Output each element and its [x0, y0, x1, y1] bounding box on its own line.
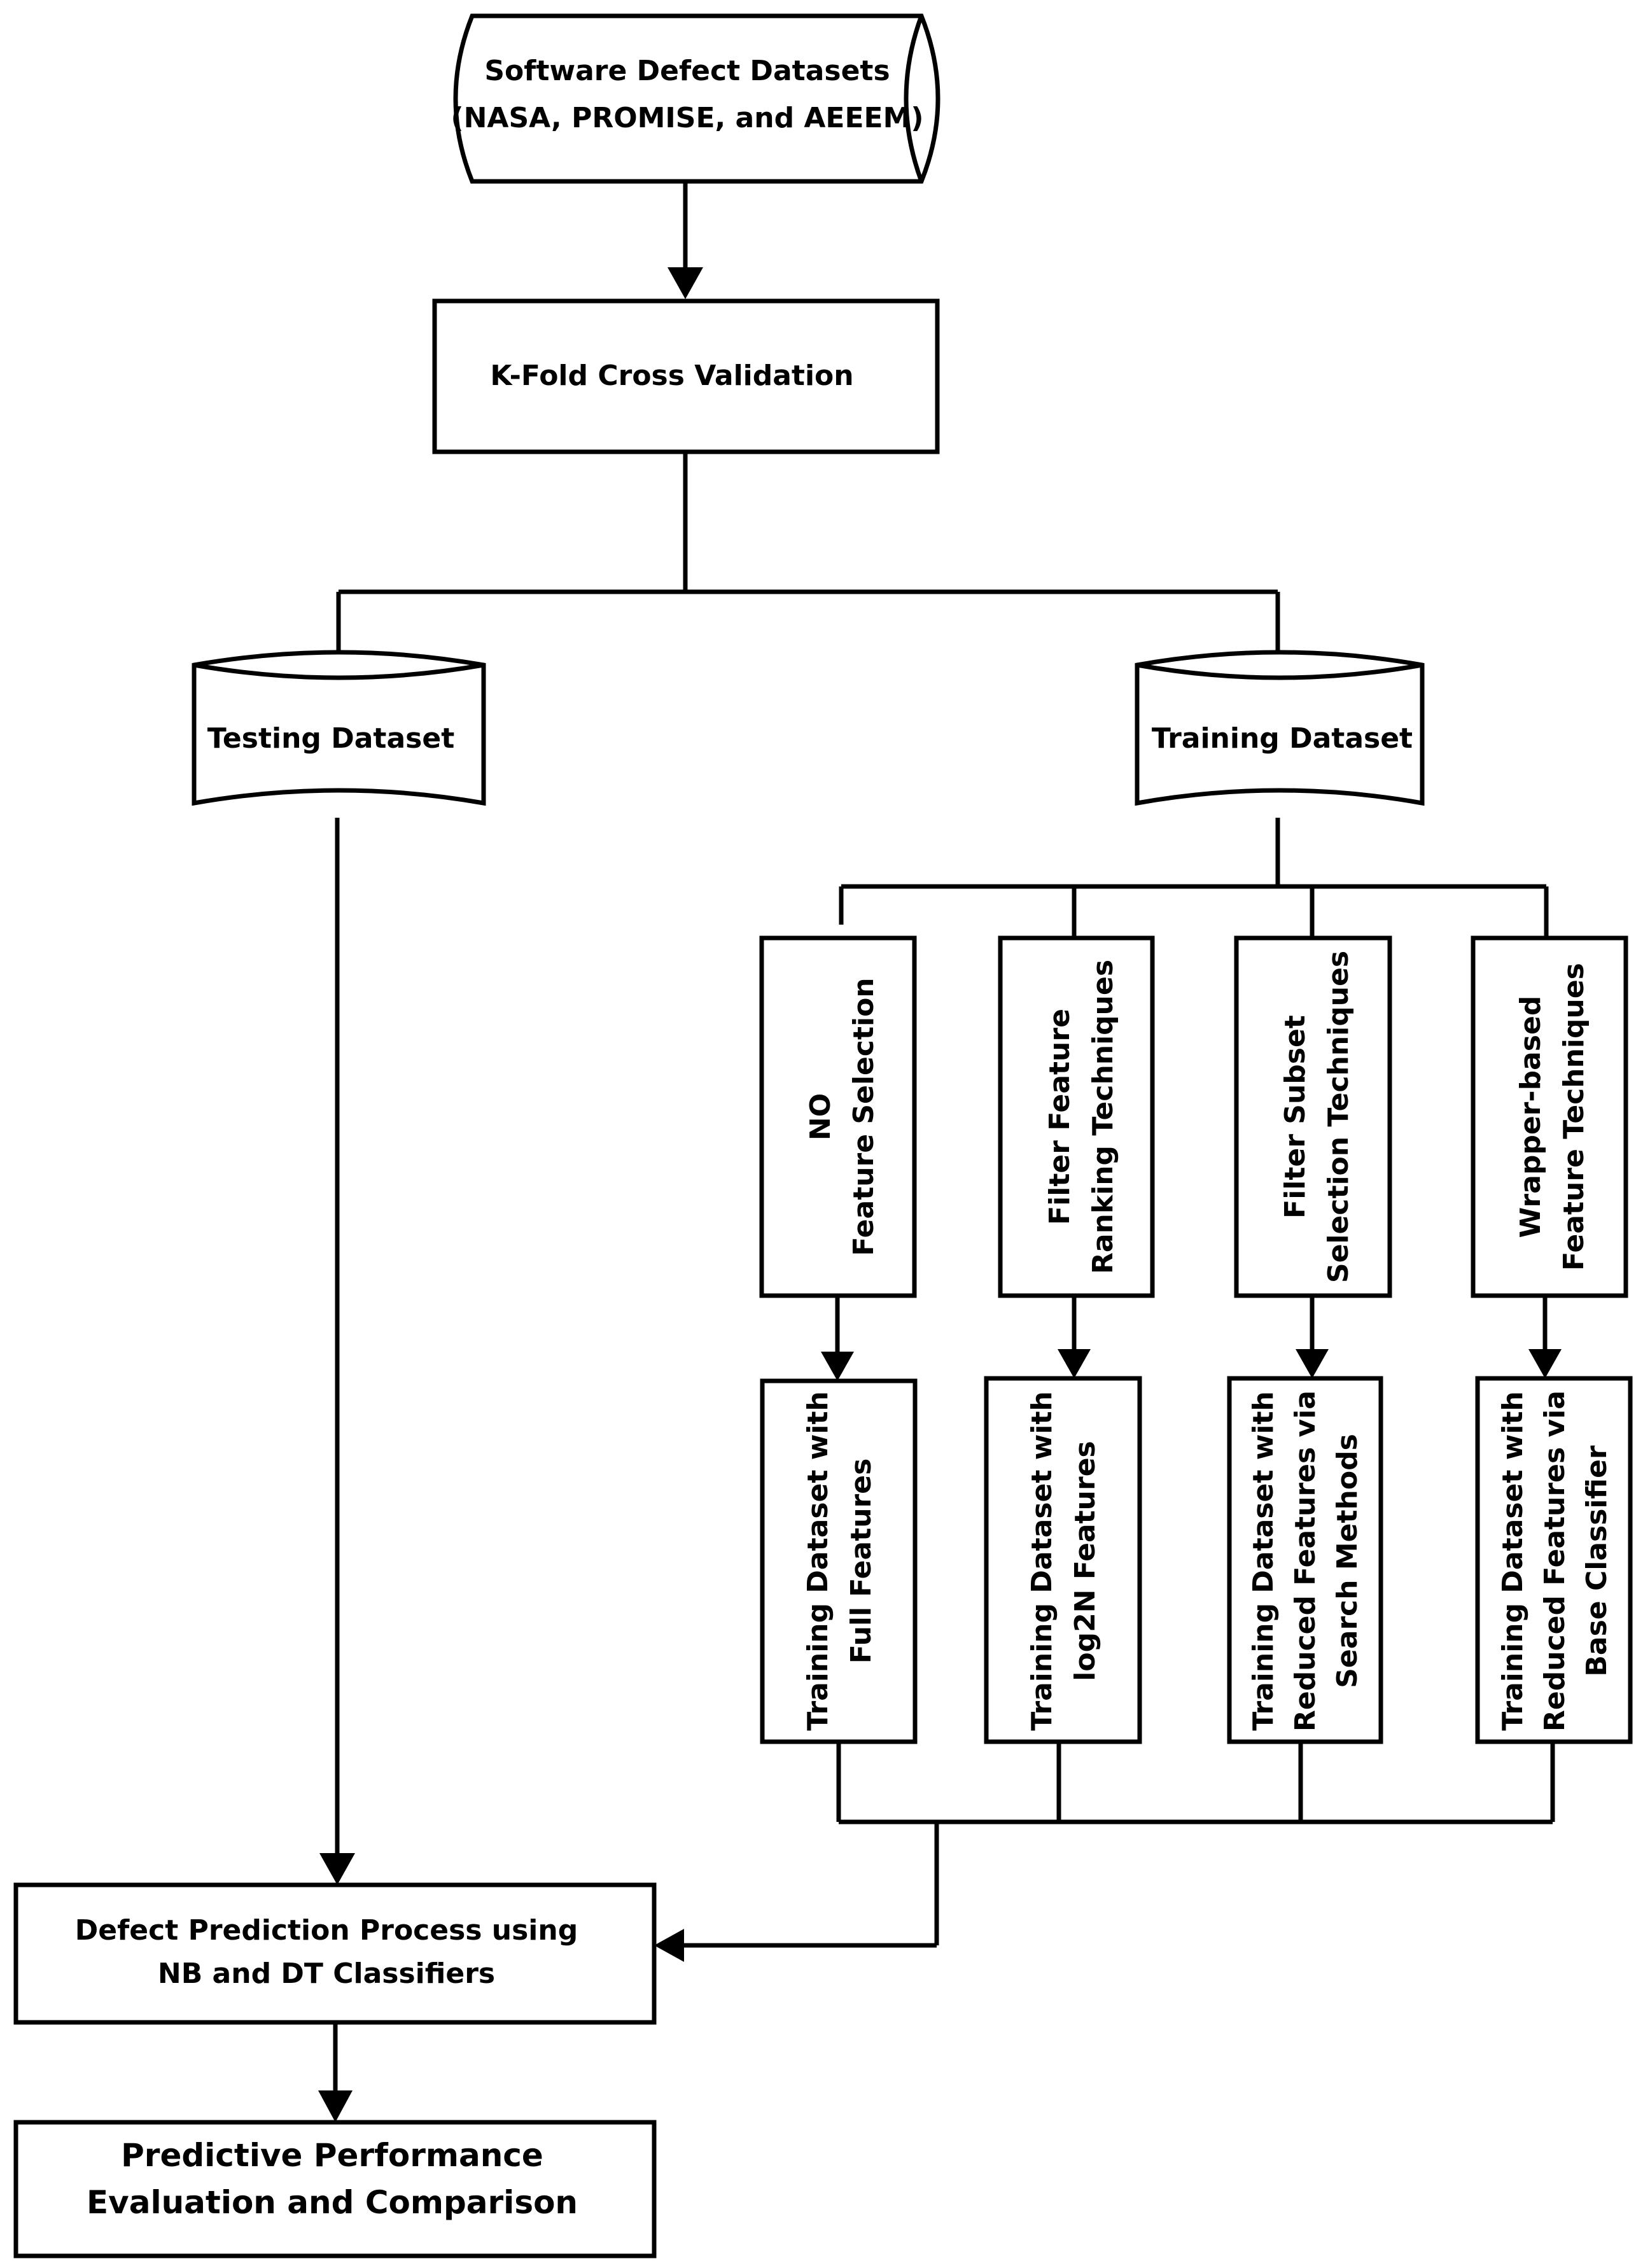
fs-subset-label-1: Filter Subset	[1279, 1015, 1311, 1219]
fs-rank-label-2: Ranking Techniques	[1087, 960, 1119, 1274]
evaluation-node: Predictive Performance Evaluation and Co…	[13, 2120, 657, 2258]
fs-wrapper-node: Wrapper-based Feature Techniques	[1471, 935, 1628, 1298]
testing-label: Testing Dataset	[207, 722, 454, 755]
testing-top-arc	[193, 662, 484, 680]
arrowhead-prediction-top	[319, 1853, 355, 1885]
fs-rank-box	[998, 935, 1155, 1298]
kfold-box	[432, 298, 940, 454]
fs-subset-node: Filter Subset Selection Techniques	[1234, 935, 1392, 1298]
td-search-label-3: Search Methods	[1331, 1434, 1364, 1688]
fs-subset-label-2: Selection Techniques	[1322, 951, 1355, 1283]
td-base-label-1: Training Dataset with	[1497, 1391, 1529, 1731]
fs-none-node: NO Feature Selection	[759, 935, 917, 1298]
td-full-node: Training Dataset with Full Features	[760, 1378, 918, 1744]
td-log2n-node: Training Dataset with log2N Features	[984, 1376, 1142, 1744]
datasets-end-arc	[904, 15, 924, 183]
fs-none-label-2: Feature Selection	[848, 977, 880, 1256]
testing-node: Testing Dataset	[192, 650, 486, 806]
td-log2n-label-1: Training Dataset with	[1026, 1391, 1058, 1731]
datasets-node: Software Defect Datasets (NASA, PROMISE,…	[451, 13, 940, 184]
fs-subset-box	[1234, 935, 1392, 1298]
kfold-node: K-Fold Cross Validation	[432, 298, 940, 454]
td-base-box	[1475, 1376, 1633, 1744]
td-search-label-1: Training Dataset with	[1247, 1391, 1280, 1731]
training-label: Training Dataset	[1152, 722, 1413, 755]
fs-rank-node: Filter Feature Ranking Techniques	[998, 935, 1155, 1298]
training-shape	[1135, 650, 1425, 806]
connectors	[318, 181, 1562, 2122]
evaluation-box	[13, 2120, 657, 2258]
fs-rank-label-1: Filter Feature	[1044, 1009, 1076, 1225]
td-base-label-3: Base Classifier	[1581, 1445, 1613, 1677]
prediction-box	[13, 1882, 657, 2025]
td-full-label-2: Full Features	[845, 1459, 877, 1664]
datasets-shape	[453, 13, 940, 184]
evaluation-label-1: Predictive Performance	[121, 2137, 543, 2174]
arrowhead-kfold	[668, 267, 703, 299]
td-full-box	[760, 1378, 918, 1744]
prediction-label-2: NB and DT Classifiers	[158, 1957, 495, 1990]
arrowhead-tdbase	[1528, 1349, 1562, 1378]
fs-none-box	[759, 935, 917, 1298]
td-search-node: Training Dataset with Reduced Features v…	[1227, 1376, 1383, 1744]
td-search-label-2: Reduced Features via	[1289, 1390, 1322, 1732]
fs-wrapper-box	[1471, 935, 1628, 1298]
td-search-box	[1227, 1376, 1383, 1744]
td-base-node: Training Dataset with Reduced Features v…	[1475, 1376, 1633, 1744]
evaluation-label-2: Evaluation and Comparison	[87, 2184, 578, 2221]
fs-wrapper-label-1: Wrapper-based	[1514, 996, 1547, 1238]
td-log2n-box	[984, 1376, 1142, 1744]
training-node: Training Dataset	[1135, 650, 1425, 806]
td-full-label-1: Training Dataset with	[802, 1391, 834, 1731]
fs-none-label-1: NO	[804, 1093, 837, 1140]
td-base-label-2: Reduced Features via	[1539, 1390, 1571, 1732]
prediction-label-1: Defect Prediction Process using	[75, 1914, 578, 1947]
datasets-label-1: Software Defect Datasets	[484, 55, 890, 87]
td-log2n-label-2: log2N Features	[1069, 1441, 1101, 1681]
testing-shape	[192, 650, 486, 806]
arrowhead-prediction-right	[654, 1929, 684, 1962]
kfold-label: K-Fold Cross Validation	[490, 360, 853, 392]
arrowhead-tdfull	[821, 1352, 854, 1381]
arrowhead-tdsearch	[1296, 1349, 1329, 1378]
arrowhead-tdlog2n	[1058, 1349, 1091, 1378]
training-top-arc	[1136, 662, 1423, 680]
fs-wrapper-label-2: Feature Techniques	[1558, 963, 1590, 1271]
prediction-node: Defect Prediction Process using NB and D…	[13, 1882, 657, 2025]
datasets-label-2: (NASA, PROMISE, and AEEEM)	[451, 102, 924, 134]
arrowhead-evaluation	[318, 2090, 353, 2122]
